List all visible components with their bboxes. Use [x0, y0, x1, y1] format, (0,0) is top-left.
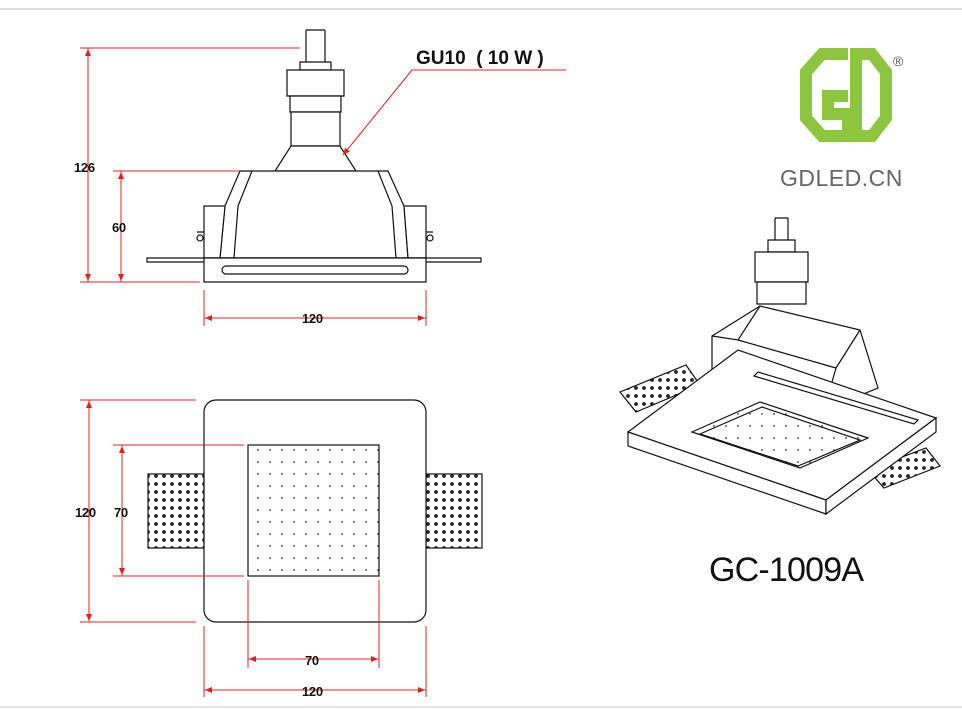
iso-socket	[754, 251, 809, 283]
right-ear	[403, 205, 427, 259]
left-perforated-tab	[147, 473, 205, 549]
dim-plan-inner-width: 70	[305, 653, 319, 668]
iso-right-tab	[866, 447, 941, 489]
inner-diffuser	[247, 444, 380, 577]
housing-edges	[233, 170, 397, 259]
dim-plan-outer-width: 120	[302, 684, 323, 699]
model-name: GC-1009A	[709, 551, 864, 589]
iso-base-side	[825, 416, 937, 516]
dim-body-height: 60	[112, 220, 126, 235]
dim-plan-outer-height: 120	[75, 505, 96, 520]
isometric-view	[619, 217, 941, 516]
gdled-logo-icon	[800, 48, 892, 142]
plan-view	[80, 399, 483, 697]
base-frame	[203, 257, 427, 283]
socket-lower	[289, 95, 342, 113]
side-elevation-view	[80, 29, 566, 326]
lamp-label: GU10 ( 10 W )	[416, 48, 544, 69]
brand-text: GDLED.CN	[780, 165, 903, 191]
base-slot	[221, 265, 409, 275]
socket-body	[286, 69, 345, 97]
socket-cap	[299, 61, 332, 71]
dim-plan-inner-height: 70	[114, 505, 128, 520]
registered-mark: ®	[893, 53, 904, 69]
right-perforated-tab	[425, 473, 483, 549]
lamp-reflector	[273, 145, 358, 172]
dim-total-height: 126	[74, 160, 95, 175]
cable	[305, 29, 326, 62]
housing	[219, 170, 409, 259]
lamp-neck	[290, 111, 341, 147]
dim-side-width: 120	[302, 311, 323, 326]
